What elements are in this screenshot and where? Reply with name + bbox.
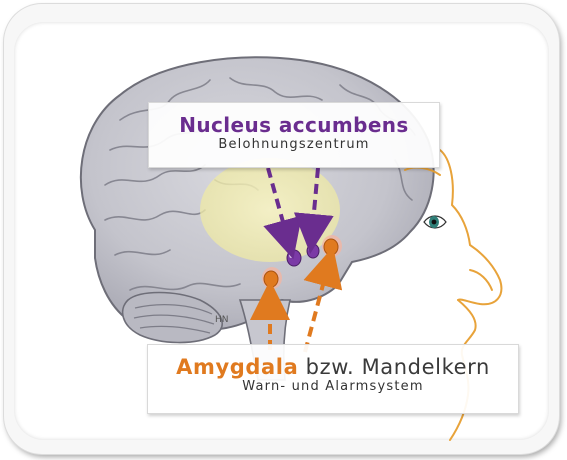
amygdala-label: Amygdala bzw. Mandelkern Warn- und Alarm… bbox=[147, 344, 519, 414]
artist-mark: HN bbox=[215, 315, 229, 325]
nucleus-accumbens-title: Nucleus accumbens bbox=[149, 113, 439, 137]
amygdala-title: Amygdala bzw. Mandelkern bbox=[148, 355, 518, 379]
nucleus-accumbens-subtitle: Belohnungszentrum bbox=[149, 137, 439, 152]
amygdala-title-highlight: Amygdala bbox=[176, 355, 298, 379]
amygdala-subtitle: Warn- und Alarmsystem bbox=[148, 379, 518, 394]
eye-icon bbox=[424, 216, 446, 228]
nucleus-accumbens-label: Nucleus accumbens Belohnungszentrum bbox=[148, 102, 440, 168]
amygdala-title-rest: bzw. Mandelkern bbox=[298, 355, 490, 379]
